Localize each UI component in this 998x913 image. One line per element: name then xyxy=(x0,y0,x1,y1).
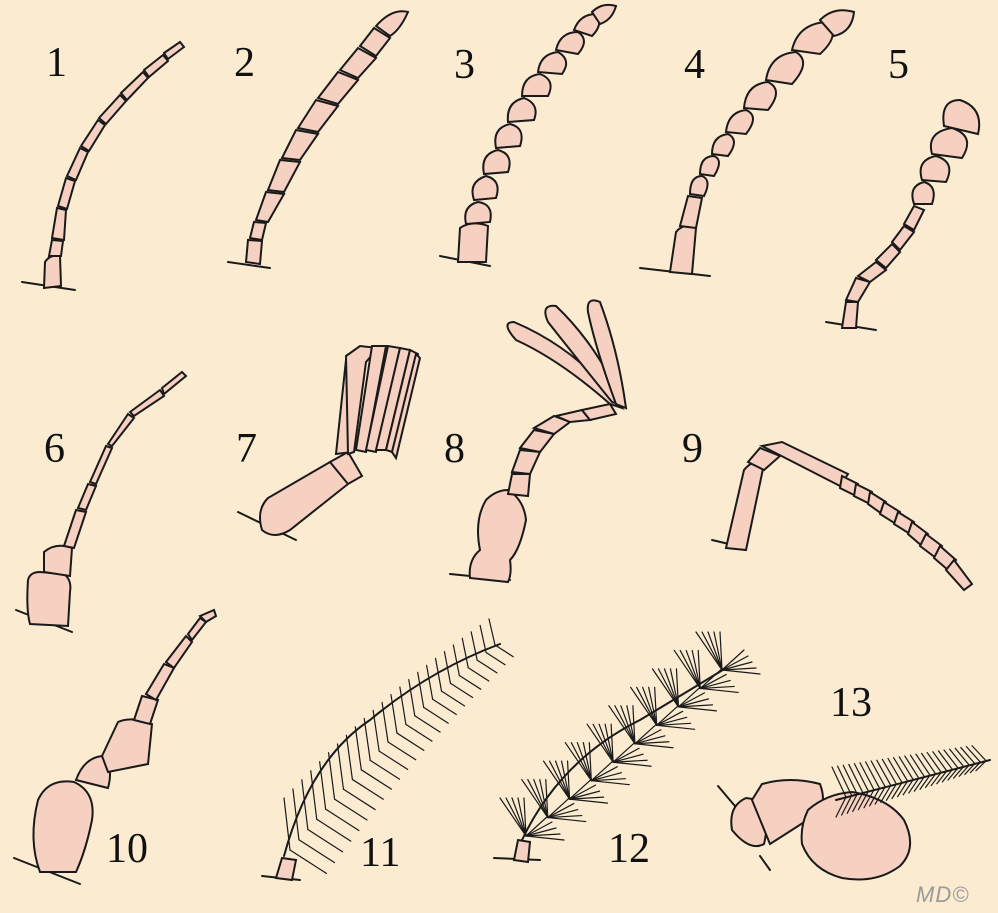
antenna-6-setaceous xyxy=(16,372,186,632)
label-6: 6 xyxy=(44,428,65,470)
antenna-5-capitate xyxy=(826,100,979,330)
label-3: 3 xyxy=(454,44,475,86)
antenna-4-clavate xyxy=(640,10,854,276)
antenna-13-aristate xyxy=(718,746,990,880)
label-8: 8 xyxy=(444,428,465,470)
label-10: 10 xyxy=(106,828,148,870)
label-7: 7 xyxy=(236,428,257,470)
antenna-7-lamellate xyxy=(238,346,420,540)
antenna-8-flabellate xyxy=(450,300,626,582)
label-12: 12 xyxy=(608,828,650,870)
label-2: 2 xyxy=(234,42,255,84)
label-5: 5 xyxy=(888,44,909,86)
antenna-9-geniculate xyxy=(712,442,972,590)
antenna-2-serrate xyxy=(228,11,408,268)
label-13: 13 xyxy=(830,682,872,724)
label-1: 1 xyxy=(46,42,67,84)
label-11: 11 xyxy=(360,832,400,874)
label-9: 9 xyxy=(682,428,703,470)
artist-signature: MD© xyxy=(916,882,969,908)
label-4: 4 xyxy=(684,44,705,86)
